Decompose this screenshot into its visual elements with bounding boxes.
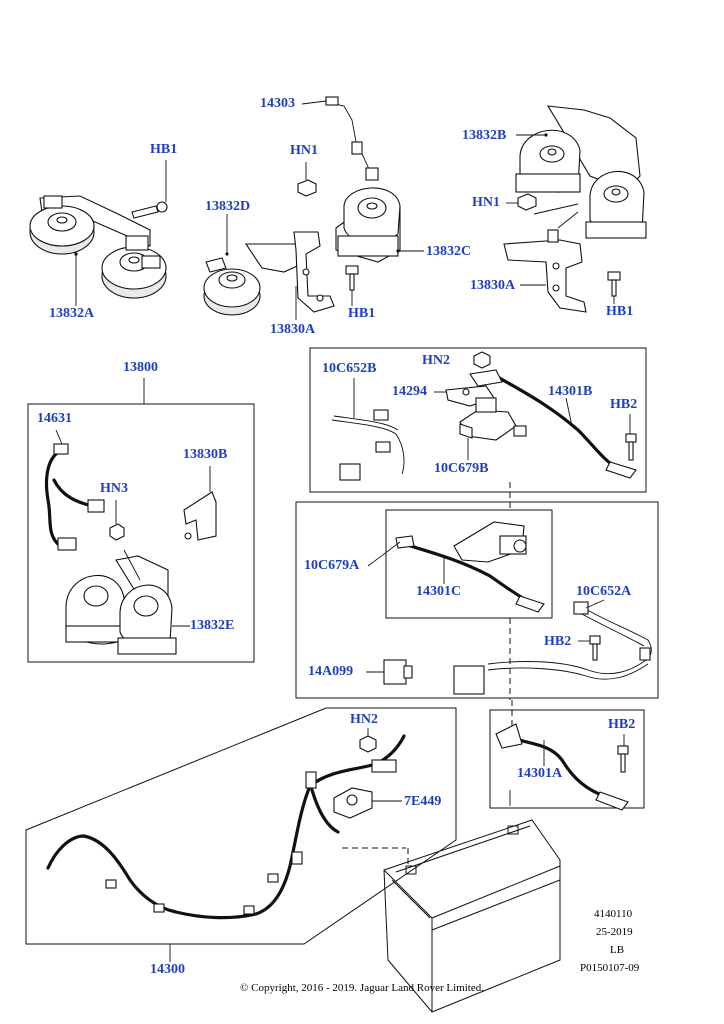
label-10c679a[interactable]: 10C679A [304, 558, 360, 573]
label-13830a-right[interactable]: 13830A [470, 278, 516, 293]
harness-14300 [46, 734, 406, 920]
nut-hn2-top [473, 351, 491, 369]
sensor-10c679b [459, 397, 527, 441]
bracket-13830b [183, 491, 217, 541]
box-14301a [489, 709, 645, 809]
bolt-hb2-mid [589, 635, 601, 661]
label-13832a[interactable]: 13832A [49, 306, 95, 321]
label-14631[interactable]: 14631 [37, 411, 72, 426]
label-hb1-right[interactable]: HB1 [606, 304, 634, 319]
horn-pair-13832e [65, 555, 177, 655]
label-10c679b[interactable]: 10C679B [434, 461, 489, 476]
bracket-13830a-right [503, 229, 587, 313]
box-13800 [27, 403, 255, 663]
label-13830a-mid[interactable]: 13830A [270, 322, 316, 337]
label-14294[interactable]: 14294 [392, 384, 427, 399]
copyright-notice: © Copyright, 2016 - 2019. Jaguar Land Ro… [240, 982, 484, 994]
ref-line-4: P0150107-09 [580, 962, 640, 974]
connector-14a099 [383, 659, 413, 685]
box-14300 [25, 707, 457, 945]
label-13830b[interactable]: 13830B [183, 447, 228, 462]
label-hb2-bottom[interactable]: HB2 [608, 717, 636, 732]
cable-14301c [395, 535, 545, 613]
label-13832b[interactable]: 13832B [462, 128, 507, 143]
cable-14301a [495, 723, 629, 811]
box-inner-14301c [385, 509, 553, 619]
box-10c652b [309, 347, 647, 493]
label-hn1-top-mid[interactable]: HN1 [290, 143, 318, 158]
horn-pair-13832b [515, 105, 647, 239]
sensor-7e449 [333, 759, 397, 819]
bolt-hb1-left [131, 201, 168, 219]
harness-10c652a [453, 601, 652, 695]
label-hn3[interactable]: HN3 [100, 481, 128, 496]
label-hn1-top-right[interactable]: HN1 [472, 195, 500, 210]
connector-14303 [325, 96, 379, 181]
label-hb1-top-left[interactable]: HB1 [150, 142, 178, 157]
harness-14631 [44, 443, 105, 551]
horn-13832c [335, 187, 401, 263]
label-13832c[interactable]: 13832C [426, 244, 472, 259]
horn-13832d [203, 243, 307, 316]
label-10c652a[interactable]: 10C652A [576, 584, 632, 599]
battery [383, 819, 561, 1013]
label-hn2-bottom[interactable]: HN2 [350, 712, 378, 727]
bracket-13830a-mid [293, 231, 335, 313]
box-outer-10c679a [295, 501, 659, 699]
ref-line-1: 4140110 [594, 908, 633, 920]
bolt-hb1-right [607, 271, 621, 297]
nut-hn3 [109, 523, 125, 541]
label-14301c[interactable]: 14301C [416, 584, 462, 599]
label-hn2-top[interactable]: HN2 [422, 353, 450, 368]
label-13832d[interactable]: 13832D [205, 199, 251, 214]
horn-pair-13832a [29, 195, 167, 299]
nut-hn2-bottom [359, 735, 377, 753]
label-10c652b[interactable]: 10C652B [322, 361, 377, 376]
label-14303[interactable]: 14303 [260, 96, 295, 111]
label-14a099[interactable]: 14A099 [308, 664, 354, 679]
label-14301b[interactable]: 14301B [548, 384, 593, 399]
label-13800[interactable]: 13800 [123, 360, 158, 375]
harness-10c652b [331, 409, 405, 481]
label-14300[interactable]: 14300 [150, 962, 185, 977]
label-hb2-top[interactable]: HB2 [610, 397, 638, 412]
ref-line-3: LB [610, 944, 625, 956]
bolt-hb1-mid [345, 265, 359, 291]
label-hb1-mid[interactable]: HB1 [348, 306, 376, 321]
label-14301a[interactable]: 14301A [517, 766, 563, 781]
nut-hn1-right [517, 193, 537, 211]
ref-line-2: 25-2019 [596, 926, 633, 938]
sensor-10c679a [453, 521, 527, 563]
nut-hn1-mid [297, 179, 317, 197]
label-13832e[interactable]: 13832E [190, 618, 235, 633]
label-hb2-mid[interactable]: HB2 [544, 634, 572, 649]
bolt-hb2-top [625, 433, 637, 461]
bolt-hb2-bottom [617, 745, 629, 773]
cable-14301b [469, 369, 637, 479]
label-7e449[interactable]: 7E449 [404, 794, 442, 809]
